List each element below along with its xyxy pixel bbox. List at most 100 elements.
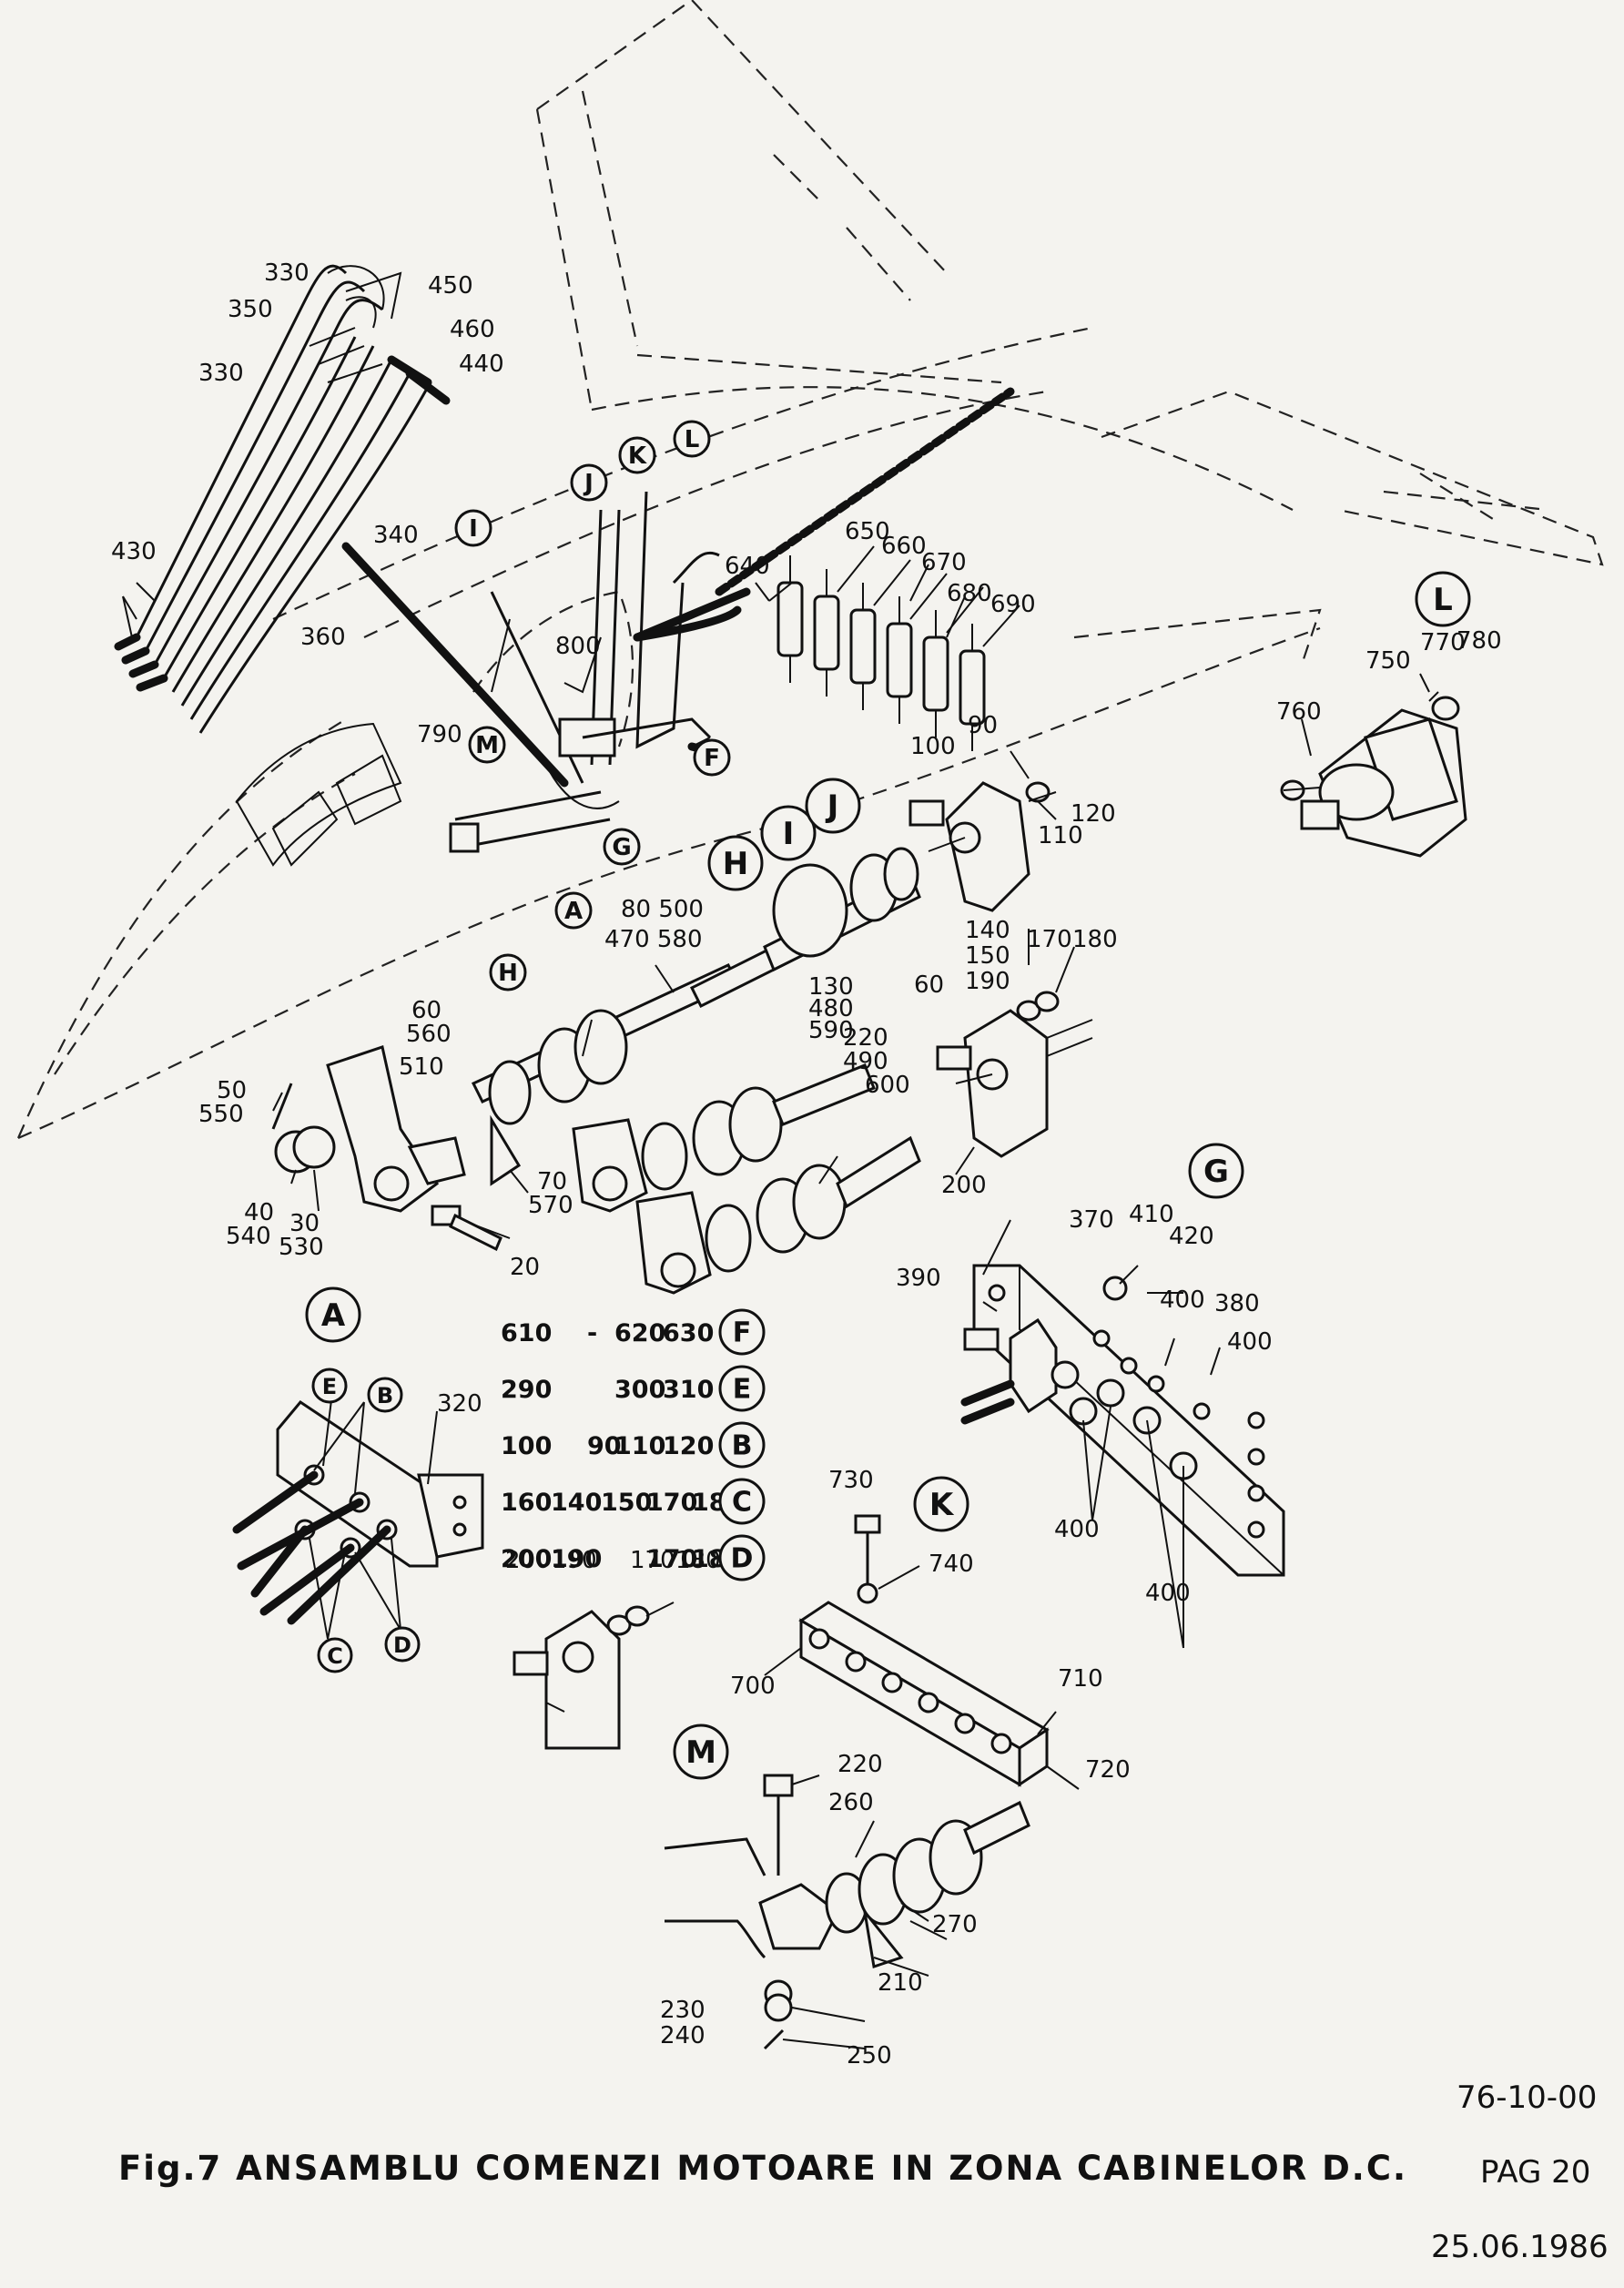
connector-plugs — [755, 545, 1020, 751]
svg-text:G: G — [1203, 1154, 1229, 1190]
callout: 140 — [965, 917, 1010, 944]
callout: 90 — [968, 712, 998, 739]
callout: 320 — [437, 1390, 482, 1418]
table-cell: 310 — [663, 1376, 714, 1404]
callout: 510 — [399, 1053, 444, 1081]
leader-lines — [122, 564, 1430, 2049]
view-marker: I — [760, 805, 817, 861]
callout: 200 — [941, 1172, 987, 1199]
svg-text:D: D — [393, 1632, 411, 1658]
callout: 80 500 — [621, 896, 704, 923]
table-letter: D — [731, 1543, 754, 1575]
svg-text:J: J — [583, 470, 594, 497]
view-marker: M — [673, 1724, 729, 1780]
view-marker: J — [570, 463, 608, 502]
table-cell: 110 — [614, 1432, 665, 1460]
callout: 190 — [965, 968, 1010, 995]
view-marker: B — [367, 1377, 403, 1413]
callout: 650 — [845, 518, 890, 545]
callout: 560 — [406, 1021, 452, 1048]
callout: 70 — [537, 1168, 567, 1195]
table-cell: 620 — [614, 1319, 665, 1347]
svg-text:E: E — [322, 1374, 337, 1399]
svg-text:H: H — [723, 846, 748, 882]
view-marker: A — [305, 1286, 361, 1343]
view-m-rod-end — [664, 1774, 1030, 2050]
callout: 480 — [808, 995, 854, 1022]
callout: 540 — [226, 1223, 271, 1250]
callout: 460 — [450, 316, 495, 343]
figure-caption: Fig.7 ANSAMBLU COMENZI MOTOARE IN ZONA C… — [118, 2149, 1408, 2188]
view-k-clamp-block — [798, 1514, 1050, 1787]
table-cell: 140 — [551, 1489, 602, 1517]
callout: 720 — [1085, 1756, 1131, 1784]
svg-text:M: M — [475, 732, 499, 759]
view-marker: G — [1188, 1143, 1244, 1199]
callout: 230 — [660, 1997, 705, 2024]
svg-text:I: I — [469, 515, 478, 543]
callout: 790 — [417, 721, 462, 748]
table-cell: 300 — [614, 1376, 665, 1404]
svg-text:M: M — [685, 1734, 716, 1771]
callout: 120 — [1071, 800, 1116, 828]
callout: 440 — [459, 351, 504, 378]
table-cell: 610 — [501, 1319, 552, 1347]
callout: 470 580 — [604, 926, 703, 953]
callout: 710 — [1058, 1665, 1103, 1693]
cabin-control-lines — [341, 491, 742, 853]
table-letter: B — [732, 1430, 753, 1462]
svg-text:G: G — [612, 834, 631, 861]
callout: 760 — [1276, 698, 1322, 726]
view-marker: F — [693, 738, 731, 777]
callout: 670 — [921, 549, 967, 576]
callout: 600 — [865, 1072, 910, 1099]
callout: 200 — [505, 1547, 551, 1574]
callout: 250 — [847, 2042, 892, 2069]
callout: 400 — [1054, 1516, 1100, 1543]
callout: 400 — [1145, 1580, 1191, 1607]
table-letter-marker — [718, 1365, 766, 1412]
callout: 260 — [828, 1789, 874, 1816]
callout: 50 — [217, 1077, 247, 1104]
callout: 170 — [1027, 926, 1072, 953]
view-marker: M — [468, 726, 506, 764]
view-marker: L — [673, 420, 711, 458]
table-letter-marker — [718, 1308, 766, 1356]
aircraft-outline — [16, 0, 1604, 1140]
lever-90-120 — [908, 781, 1057, 912]
view-marker: J — [805, 778, 861, 834]
table-cell: 160 — [501, 1489, 552, 1517]
view-marker: L — [1415, 571, 1471, 627]
view-marker: H — [707, 835, 764, 891]
callout: 420 — [1169, 1223, 1214, 1250]
callout: 410 — [1129, 1201, 1174, 1228]
callout: 40 — [244, 1199, 274, 1226]
table-cell: - — [587, 1319, 597, 1347]
table-letter-marker — [718, 1534, 766, 1581]
table-cell: 120 — [663, 1432, 714, 1460]
view-marker: K — [618, 436, 656, 474]
chapter-reference: 76-10-00 — [1457, 2080, 1598, 2116]
callout: 150 — [965, 942, 1010, 970]
view-marker: G — [603, 828, 641, 866]
view-letter-markers: I J K L M F G A H H I J L G A E B C D K … — [305, 420, 1471, 1780]
view-marker: H — [489, 953, 527, 991]
callout: 270 — [932, 1911, 978, 1938]
table-cell: 630 — [663, 1319, 714, 1347]
lever-140-200 — [936, 991, 1093, 1158]
callout: 780 — [1457, 627, 1502, 655]
callout: 770 — [1420, 629, 1466, 656]
svg-text:L: L — [685, 426, 700, 453]
table-cell: 200 — [501, 1545, 552, 1573]
callout: 170 — [630, 1547, 675, 1574]
table-cell: 190 — [551, 1545, 602, 1573]
callout: 380 — [1214, 1290, 1260, 1317]
view-marker: C — [317, 1637, 353, 1673]
table-cell: 100 — [501, 1432, 552, 1460]
table-cell: 170 — [646, 1545, 697, 1573]
table-letter-marker — [718, 1421, 766, 1469]
view-marker: D — [384, 1626, 421, 1663]
